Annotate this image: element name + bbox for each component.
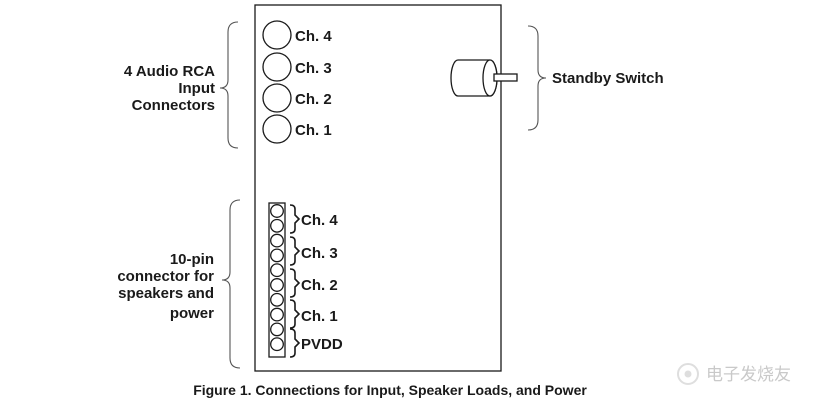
pin-group-label-ch4: Ch. 4	[301, 212, 338, 229]
pin-group-label-ch1: Ch. 1	[301, 308, 338, 325]
pin-pair-brace-pvdd	[289, 328, 301, 358]
connector-pin-8	[270, 307, 284, 322]
pin-group-label-line-2: connector for	[117, 268, 214, 285]
connector-pin-3	[270, 233, 284, 248]
pin-pair-brace-ch3	[289, 236, 301, 266]
pin-group-label-pvdd: PVDD	[301, 336, 343, 353]
standby-switch-label: Standby Switch	[552, 70, 664, 87]
connector-pin-9	[270, 322, 284, 337]
pin-group-brace	[221, 199, 241, 369]
rca-group-label-line-2: Input	[178, 80, 215, 97]
pin-group-label-line-1: 10-pin	[170, 251, 214, 268]
rca-group-label-line-3: Connectors	[132, 97, 215, 114]
standby-brace	[527, 25, 547, 131]
rca-channel-label-2: Ch. 2	[295, 91, 332, 108]
pin-pair-brace-ch1	[289, 299, 301, 329]
connector-pin-2	[270, 218, 284, 233]
connector-pin-7	[270, 292, 284, 307]
connector-pin-5	[270, 263, 284, 278]
rca-jack-ch3	[262, 52, 292, 82]
standby-switch	[450, 59, 518, 97]
rca-channel-label-4: Ch. 4	[295, 28, 332, 45]
rca-group-label-line-1: 4 Audio RCA	[124, 63, 215, 80]
pin-pair-brace-ch2	[289, 268, 301, 298]
watermark-logo	[677, 363, 699, 385]
pin-group-label-ch2: Ch. 2	[301, 277, 338, 294]
rca-channel-label-1: Ch. 1	[295, 122, 332, 139]
watermark-text: 电子发烧友	[706, 365, 791, 384]
connector-pin-1	[270, 204, 284, 218]
connector-pin-6	[270, 278, 284, 292]
board-outline	[254, 4, 502, 372]
pin-group-label-line-3: speakers and	[118, 285, 214, 302]
rca-jack-ch4	[262, 20, 292, 50]
pin-group-label-line-4: power	[170, 305, 214, 322]
figure-caption: Figure 1. Connections for Input, Speaker…	[193, 382, 587, 398]
rca-jack-ch2	[262, 83, 292, 113]
connector-pin-10	[270, 337, 284, 352]
rca-channel-label-3: Ch. 3	[295, 60, 332, 77]
pin-group-label-ch3: Ch. 3	[301, 245, 338, 262]
connector-pin-4	[270, 248, 284, 263]
rca-jack-ch1	[262, 114, 292, 144]
pin-pair-brace-ch4	[289, 204, 301, 234]
rca-group-brace	[219, 21, 239, 149]
ten-pin-connector	[268, 202, 286, 358]
